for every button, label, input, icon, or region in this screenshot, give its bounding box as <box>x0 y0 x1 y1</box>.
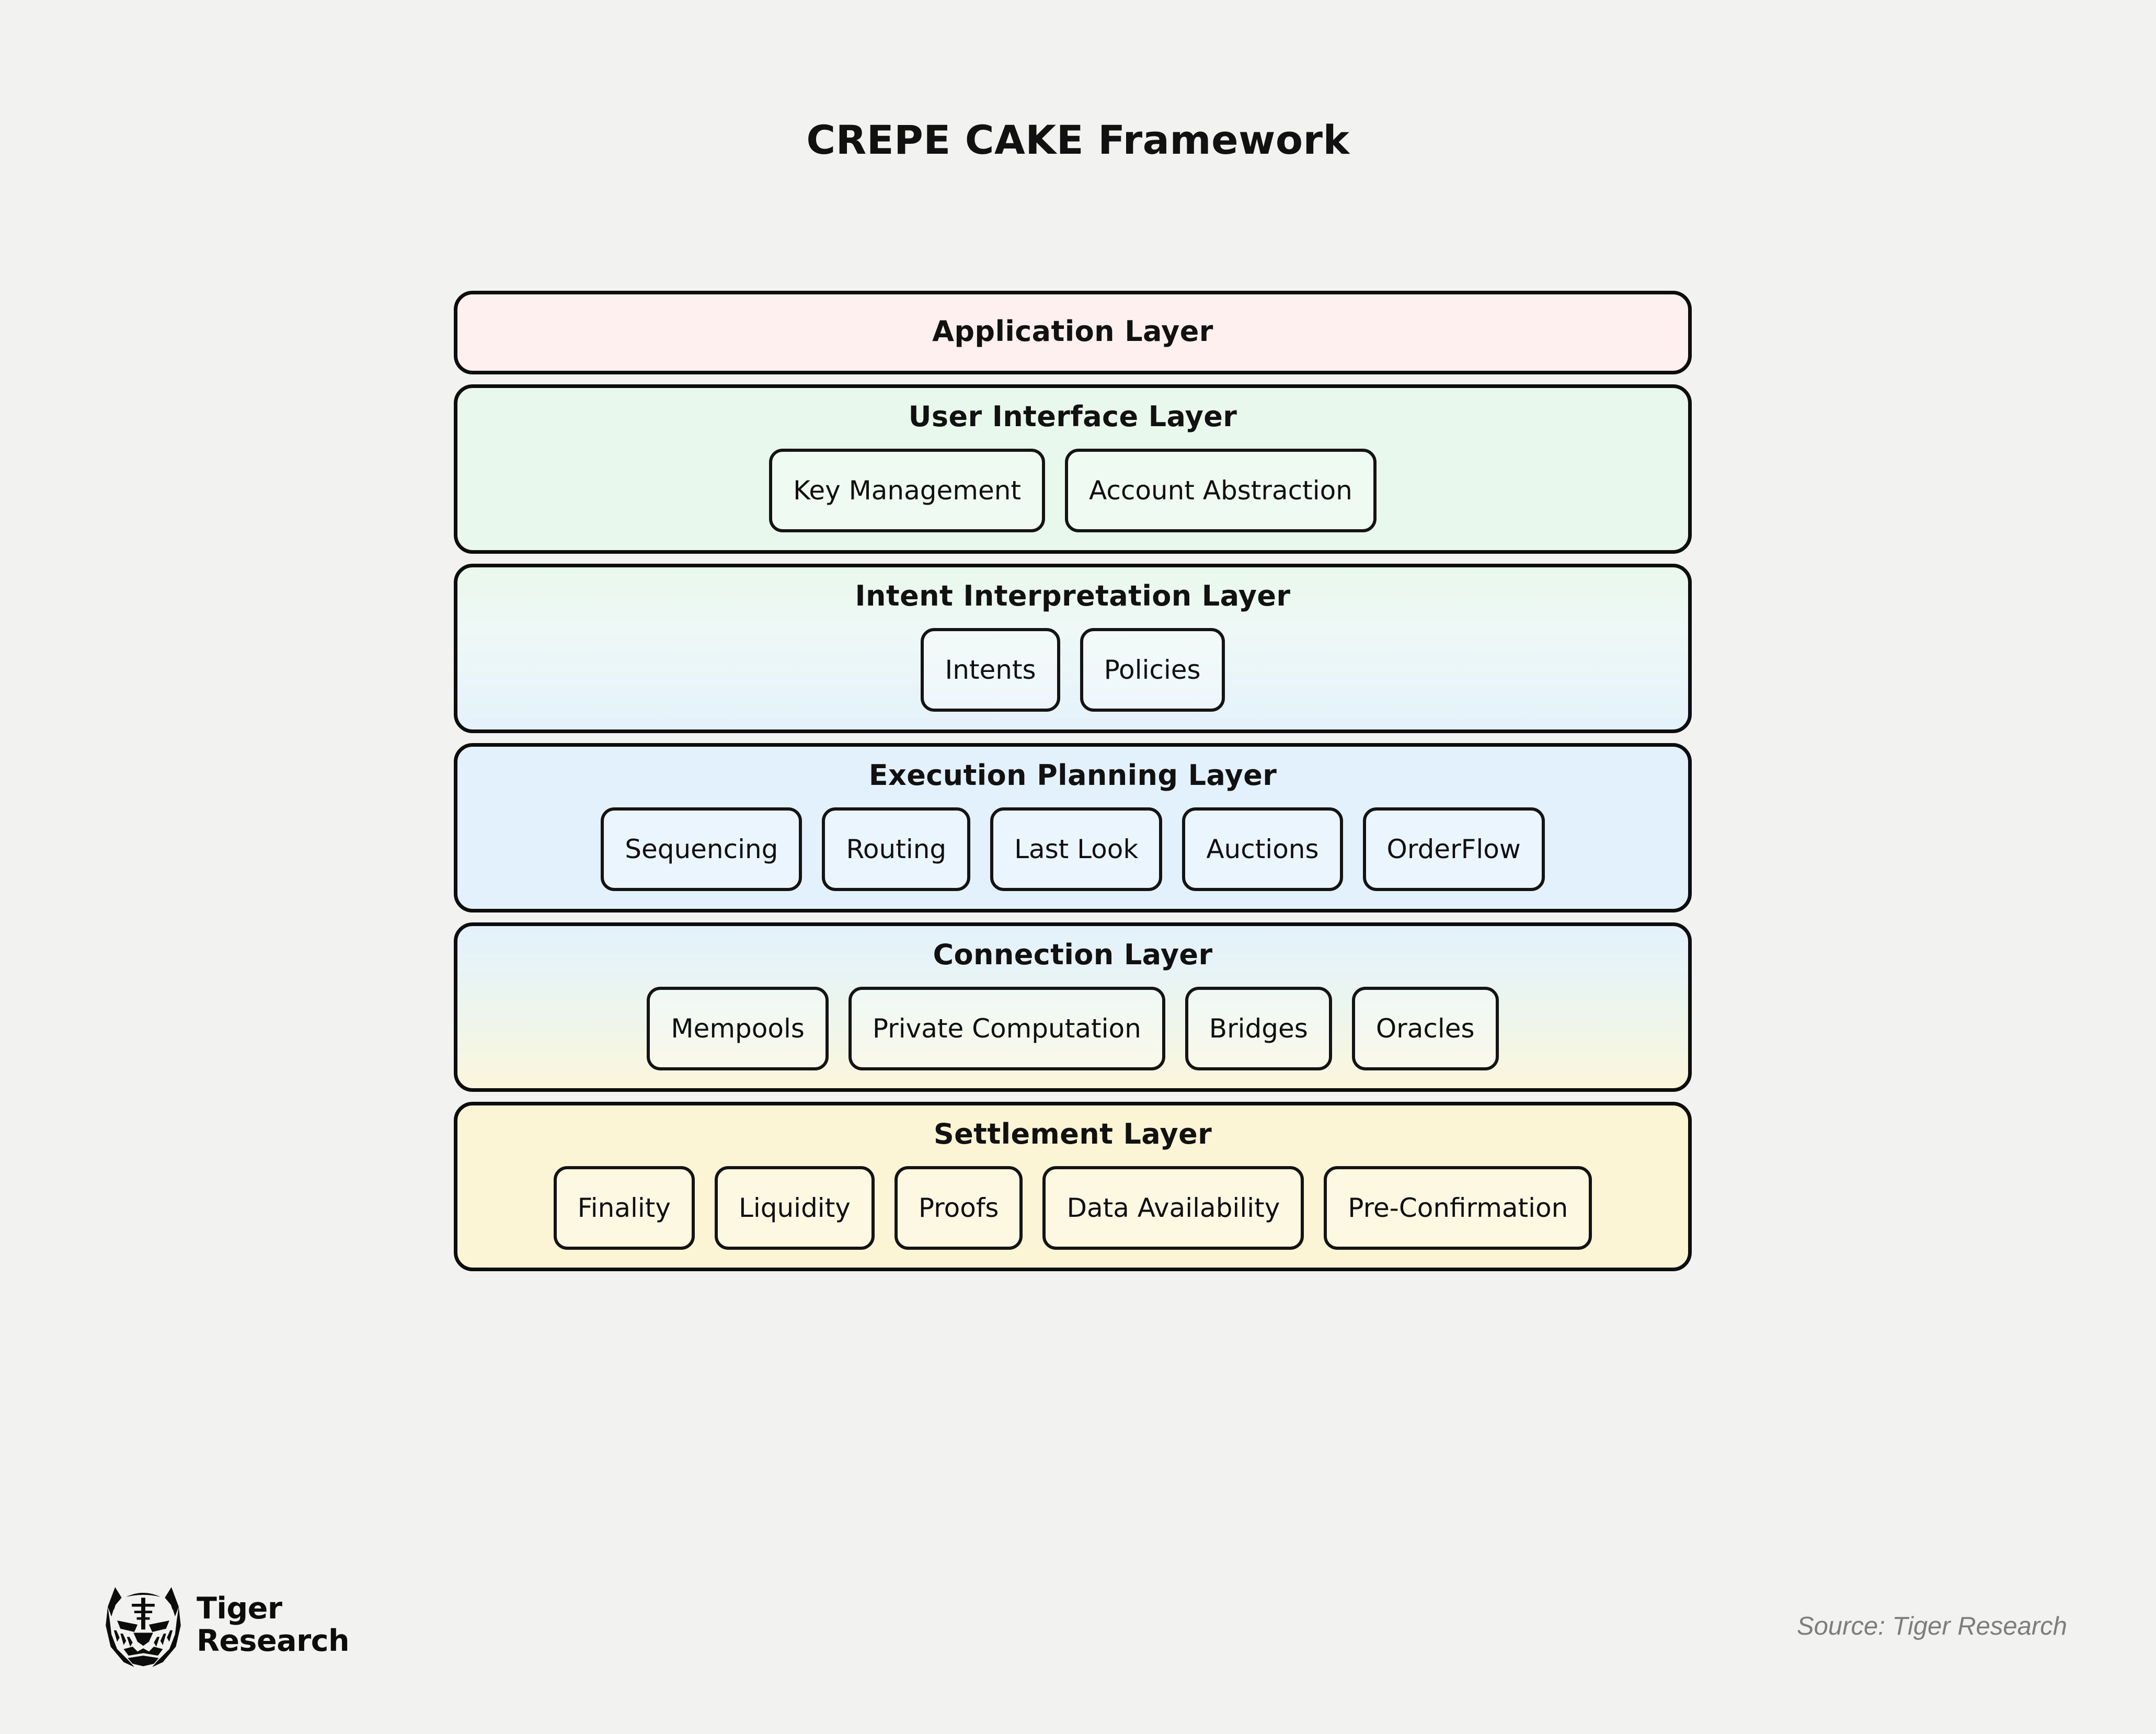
layer-application[interactable]: Application Layer <box>454 291 1692 374</box>
layer-title-user-interface: User Interface Layer <box>908 400 1237 433</box>
layer-title-application: Application Layer <box>932 315 1213 348</box>
chip-mempools[interactable]: Mempools <box>647 987 829 1070</box>
chip-row-settlement: Finality Liquidity Proofs Data Availabil… <box>476 1166 1669 1250</box>
chip-intents[interactable]: Intents <box>921 628 1060 712</box>
layer-title-execution-planning: Execution Planning Layer <box>868 759 1277 792</box>
chip-private-computation[interactable]: Private Computation <box>848 987 1165 1070</box>
layer-title-connection: Connection Layer <box>933 938 1213 971</box>
layer-title-intent-interpretation: Intent Interpretation Layer <box>855 579 1291 612</box>
chip-finality[interactable]: Finality <box>553 1166 695 1250</box>
tiger-head-icon <box>106 1587 181 1667</box>
chip-oracles[interactable]: Oracles <box>1351 987 1499 1070</box>
layer-user-interface[interactable]: User Interface Layer Key Management Acco… <box>454 384 1692 554</box>
brand-line-research: Research <box>197 1624 350 1658</box>
brand-wordmark: Tiger Research <box>197 1591 350 1658</box>
chip-key-management[interactable]: Key Management <box>769 449 1046 532</box>
layer-title-settlement: Settlement Layer <box>933 1117 1212 1150</box>
brand-logo: Tiger Research <box>102 1581 350 1669</box>
chip-sequencing[interactable]: Sequencing <box>601 807 802 891</box>
chip-policies[interactable]: Policies <box>1080 628 1225 712</box>
chip-proofs[interactable]: Proofs <box>894 1166 1023 1250</box>
chip-data-availability[interactable]: Data Availability <box>1042 1166 1304 1250</box>
page-title: CREPE CAKE Framework <box>806 117 1350 163</box>
chip-orderflow[interactable]: OrderFlow <box>1362 807 1545 891</box>
chip-bridges[interactable]: Bridges <box>1185 987 1332 1070</box>
chip-pre-confirmation[interactable]: Pre-Confirmation <box>1324 1166 1592 1250</box>
chip-row-execution-planning: Sequencing Routing Last Look Auctions Or… <box>476 807 1669 891</box>
chip-routing[interactable]: Routing <box>822 807 971 891</box>
chip-account-abstraction[interactable]: Account Abstraction <box>1065 449 1377 532</box>
chip-last-look[interactable]: Last Look <box>990 807 1163 891</box>
chip-liquidity[interactable]: Liquidity <box>715 1166 875 1250</box>
chip-row-intent-interpretation: Intents Policies <box>476 628 1669 712</box>
source-credit: Source: Tiger Research <box>1796 1612 2067 1640</box>
layer-connection[interactable]: Connection Layer Mempools Private Comput… <box>454 922 1692 1092</box>
chip-auctions[interactable]: Auctions <box>1182 807 1343 891</box>
layer-settlement[interactable]: Settlement Layer Finality Liquidity Proo… <box>454 1102 1692 1271</box>
chip-row-user-interface: Key Management Account Abstraction <box>476 449 1669 532</box>
layer-execution-planning[interactable]: Execution Planning Layer Sequencing Rout… <box>454 743 1692 912</box>
crepe-cake-layer-stack: Application Layer User Interface Layer K… <box>454 291 1692 1271</box>
brand-line-tiger: Tiger <box>197 1591 282 1626</box>
layer-intent-interpretation[interactable]: Intent Interpretation Layer Intents Poli… <box>454 564 1692 733</box>
chip-row-connection: Mempools Private Computation Bridges Ora… <box>476 987 1669 1070</box>
